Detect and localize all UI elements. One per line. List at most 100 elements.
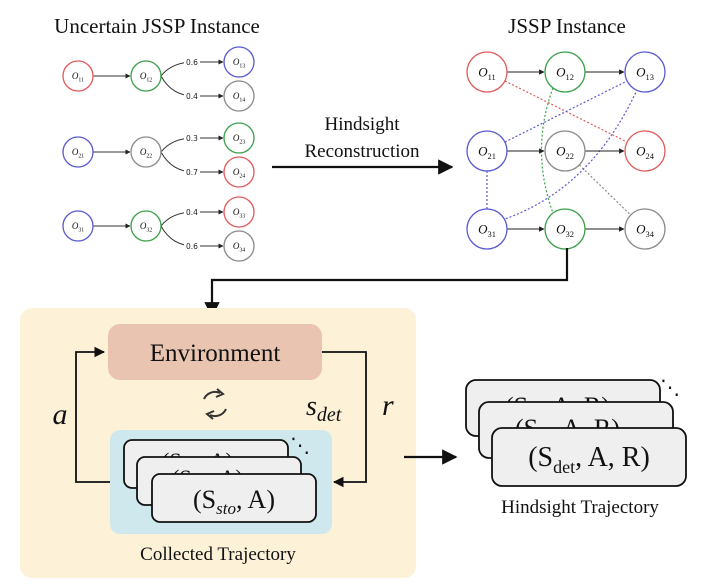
left-node-31-label: O31 <box>72 221 84 234</box>
branch-prob-1-2: 0.4 <box>186 92 198 101</box>
right-node-21-label-base: O <box>478 144 488 159</box>
action-loop-arrow <box>75 346 122 483</box>
sto-card-front-text: (Ssto, A) <box>193 485 275 518</box>
right-node-24-label: O24 <box>636 144 655 162</box>
branch-prob-bg-2-1 <box>184 133 200 142</box>
right-node-11-label-sub: 11 <box>488 72 496 82</box>
sto-card-base: (S <box>193 485 216 514</box>
left-node-34-label: O34 <box>233 241 245 254</box>
dashed-edge-11-24 <box>504 80 627 143</box>
left-node-22-label: O22 <box>140 147 152 160</box>
left-panel-title: Uncertain JSSP Instance <box>54 14 260 38</box>
environment-box <box>108 324 322 380</box>
left-node-33 <box>223 196 255 228</box>
collected-trajectory-stack: (SA) (SA) (Ssto, A) ⋱ <box>123 433 317 523</box>
left-node-23-label-sub: 23 <box>239 140 245 146</box>
left-node-33-label-base: O <box>233 207 240 217</box>
left-node-32-label-base: O <box>140 221 147 231</box>
right-node-11-label: O11 <box>478 65 496 83</box>
dashed-edge-12-32 <box>540 87 554 214</box>
right-node-34 <box>624 208 666 250</box>
left-node-22 <box>130 136 162 168</box>
right-node-13 <box>624 51 666 93</box>
collected-trajectory-label: Collected Trajectory <box>140 544 296 565</box>
det-card-sub: det <box>553 457 575 477</box>
right-node-22-label: O22 <box>556 144 574 162</box>
left-node-31-label-sub: 31 <box>78 228 84 234</box>
right-node-12-label-sub: 12 <box>565 72 573 82</box>
det-card-front <box>491 427 687 487</box>
branch-prob-3-1: 0.4 <box>186 208 198 217</box>
left-node-23-label-base: O <box>233 133 240 143</box>
right-node-13-label: O13 <box>636 65 654 83</box>
right-node-34-label: O34 <box>636 222 655 240</box>
left-node-13-label: O13 <box>233 57 245 70</box>
right-panel-title: JSSP Instance <box>508 14 626 38</box>
branch-prob-bg-2-2 <box>184 167 200 176</box>
sto-card-rest: , A) <box>236 485 275 514</box>
branch-prob-bg-1-2 <box>184 91 200 100</box>
right-node-11 <box>466 51 508 93</box>
right-node-32-label: O32 <box>556 222 574 240</box>
reward-label: r <box>382 389 394 422</box>
right-node-34-label-sub: 34 <box>645 229 654 239</box>
left-node-11-label-sub: 11 <box>78 78 84 84</box>
hindsight-trajectory-label: Hindsight Trajectory <box>501 497 659 518</box>
det-card-front-text: (Sdet, A, R) <box>528 442 650 477</box>
left-node-11 <box>62 60 94 92</box>
det-card-rest: , A, R) <box>575 442 650 473</box>
hindsight-label-line2: Reconstruction <box>304 141 420 162</box>
det-ellipsis: ⋱ <box>660 375 680 399</box>
branch-prob-3-2: 0.6 <box>186 242 198 251</box>
right-node-32 <box>544 208 586 250</box>
left-node-23-label: O23 <box>233 133 245 146</box>
dashed-edge-31-13 <box>501 91 637 221</box>
right-node-11-label-base: O <box>478 65 488 80</box>
left-node-22-label-sub: 22 <box>146 154 152 160</box>
sto-ellipsis: ⋱ <box>290 433 310 457</box>
left-node-31 <box>62 210 94 242</box>
left-node-14-label: O14 <box>233 91 245 104</box>
left-node-22-label-base: O <box>140 147 147 157</box>
branch-prob-2-1: 0.3 <box>186 134 198 143</box>
right-node-22-label-sub: 22 <box>565 151 573 161</box>
right-node-13-label-sub: 13 <box>645 72 653 82</box>
right-node-21-label: O21 <box>478 144 496 162</box>
dashed-edge-21-13 <box>504 80 627 143</box>
right-node-31 <box>466 208 508 250</box>
left-node-12-label-sub: 12 <box>146 78 152 84</box>
hindsight-trajectory-stack: (SA, R) (SA, R) (Sdet, A, R) ⋱ <box>465 375 687 487</box>
left-node-12 <box>130 60 162 92</box>
right-node-24-label-sub: 24 <box>645 151 654 161</box>
left-node-21-label: O21 <box>72 147 84 160</box>
right-node-13-label-base: O <box>636 65 646 80</box>
left-node-33-label: O33 <box>233 207 245 220</box>
hindsight-reconstruction-arrow: Hindsight Reconstruction <box>272 114 454 175</box>
sto-card-sub: sto <box>216 499 236 518</box>
left-node-14-label-sub: 14 <box>239 98 245 104</box>
sto-card-front <box>151 473 317 523</box>
right-node-22-label-base: O <box>556 144 566 159</box>
left-node-32-label: O32 <box>140 221 152 234</box>
left-node-31-label-base: O <box>72 221 79 231</box>
right-node-12-label: O12 <box>556 65 574 83</box>
left-node-13-label-base: O <box>233 57 240 67</box>
left-node-24-label: O24 <box>233 167 245 180</box>
left-node-24 <box>223 156 255 188</box>
left-node-14-label-base: O <box>233 91 240 101</box>
cycle-icon <box>203 388 227 420</box>
right-node-34-label-base: O <box>636 222 646 237</box>
left-node-33-label-sub: 33 <box>239 214 245 220</box>
right-node-21 <box>466 130 508 172</box>
right-node-24 <box>624 130 666 172</box>
right-node-21-label-sub: 21 <box>487 151 495 161</box>
dashed-edge-22-34 <box>578 164 631 215</box>
state-reward-arrow <box>322 351 367 488</box>
left-node-24-label-sub: 24 <box>239 174 245 180</box>
left-node-24-label-base: O <box>233 167 240 177</box>
left-node-12-label-base: O <box>140 71 147 81</box>
